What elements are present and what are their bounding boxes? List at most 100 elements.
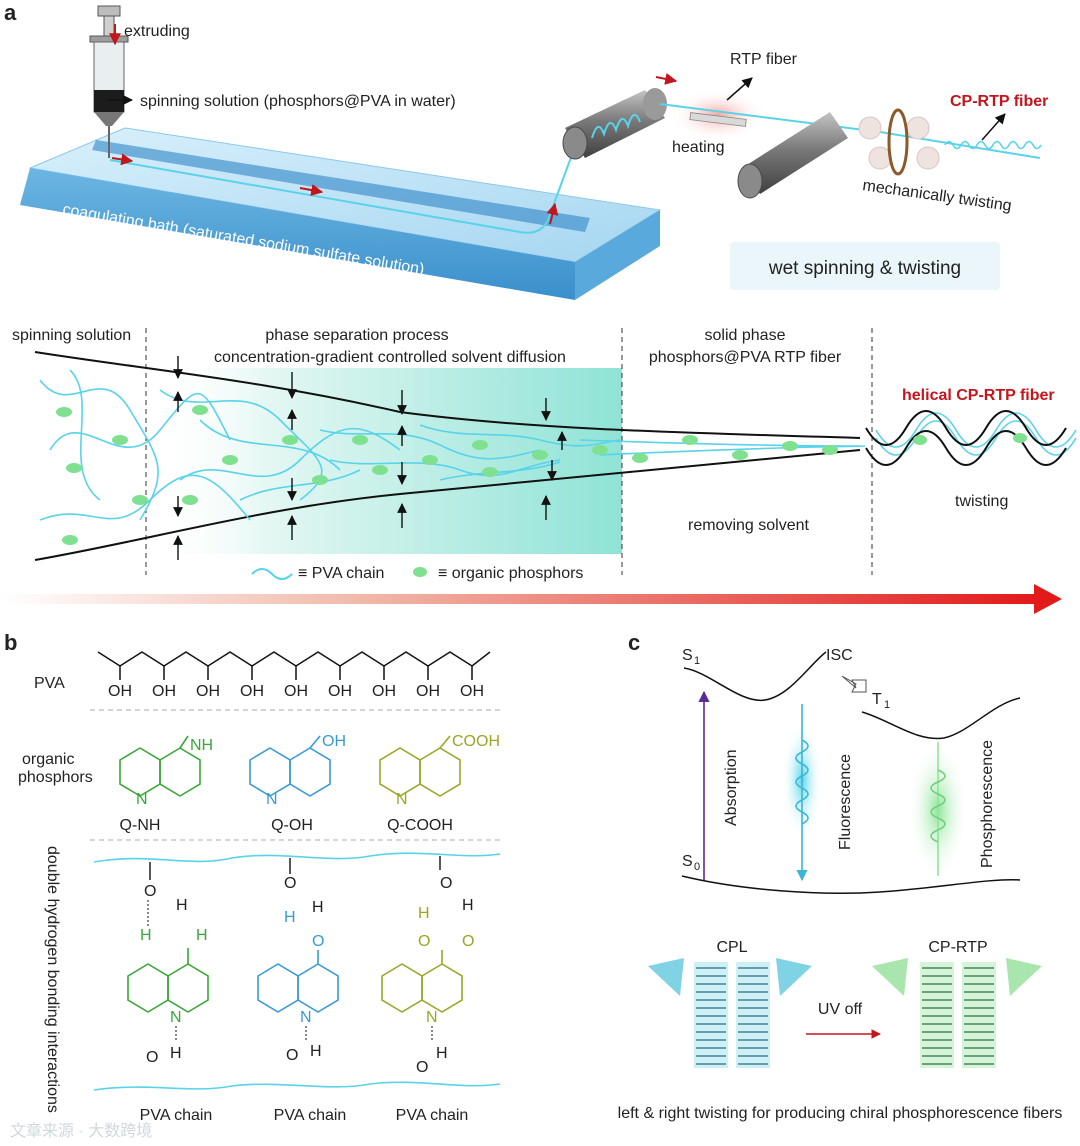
pva-oh-groups — [119, 666, 473, 680]
helical-outline — [865, 410, 1067, 446]
spinning-solution-top-label: spinning solution (phosphors@PVA in wate… — [140, 93, 456, 110]
legend-phosphor-symbol — [413, 567, 427, 577]
flow-arrow-2 — [299, 184, 324, 196]
h-label: H — [140, 927, 152, 944]
organic-phosphors-label-2: phosphors — [18, 769, 93, 786]
wet-spinning-box — [730, 242, 1000, 290]
legend-chain-symbol — [251, 568, 293, 580]
pva-backbone — [97, 651, 491, 667]
pva-chain-label-1: PVA chain — [140, 1107, 213, 1124]
cpl-label: CPL — [716, 939, 747, 956]
h-label: H — [418, 905, 430, 922]
fluorescence-label: Fluorescence — [837, 754, 854, 850]
s1-curve — [683, 651, 827, 701]
heating-label: heating — [672, 139, 725, 156]
q-oh-structure — [249, 735, 331, 797]
absorption-label: Absorption — [723, 750, 740, 827]
q-oh-name: Q-OH — [271, 817, 313, 834]
uv-off-label: UV off — [818, 1001, 863, 1018]
rtp-fiber-pointer — [726, 77, 753, 101]
complex-cooh: O H H O O N H O — [381, 856, 474, 1076]
h-label: H — [436, 1045, 448, 1062]
n-label: N — [170, 1009, 182, 1026]
mechanically-twisting-label: mechanically twisting — [861, 177, 1012, 215]
complex-nh2: O H H H N H O — [127, 862, 209, 1066]
stage-spinning-solution: spinning solution — [12, 327, 131, 344]
h-label: H — [284, 909, 296, 926]
helical-outline-2 — [865, 430, 1067, 466]
pva-chain-label-3: PVA chain — [396, 1107, 469, 1124]
wet-spinning-label: wet spinning & twisting — [768, 258, 961, 279]
cp-rtp-springs — [872, 958, 1042, 1068]
panel-label-a: a — [4, 0, 17, 25]
n-label: N — [426, 1009, 438, 1026]
flow-arrow-4 — [655, 72, 678, 85]
oh-label: OH — [284, 683, 308, 700]
stage-solid-phase: solid phase — [705, 327, 786, 344]
s1-sub: 1 — [694, 655, 700, 667]
stage-solid-phase-sub: phosphors@PVA RTP fiber — [649, 349, 842, 366]
pva-oh-labels: OH OH OH OH OH OH OH OH OH — [108, 683, 484, 700]
stage-phase-separation-sub: concentration-gradient controlled solven… — [214, 349, 566, 366]
pva-chain-label-2: PVA chain — [274, 1107, 347, 1124]
q-nh2-n: N — [136, 791, 148, 808]
h-label: H — [170, 1045, 182, 1062]
s0-sub: 0 — [694, 861, 700, 873]
hydrogen-bonding-label: double hydrogen bonding interactions — [44, 846, 61, 1113]
pva-chain-top — [93, 852, 501, 863]
phosphorescence-wave — [930, 769, 946, 843]
panel-label-c: c — [628, 630, 640, 655]
oh-label: OH — [196, 683, 220, 700]
n-label: N — [300, 1009, 312, 1026]
h-label: H — [176, 897, 188, 914]
oh-label: OH — [328, 683, 352, 700]
q-nh2-name: Q-NH — [120, 817, 161, 834]
h-label: H — [196, 927, 208, 944]
drawing-roller — [737, 112, 848, 199]
pva-chain-bottom — [93, 1081, 501, 1091]
winding-roller — [562, 88, 667, 160]
o-label: O — [286, 1047, 298, 1064]
o-label: O — [416, 1059, 428, 1076]
h-label: H — [462, 897, 474, 914]
t1-label: T — [872, 691, 882, 708]
oh-label: OH — [240, 683, 264, 700]
q-nh2-nh2: NH — [190, 737, 213, 754]
o-label: O — [146, 1049, 158, 1066]
o-label: O — [462, 933, 474, 950]
cp-rtp-fiber-label: CP-RTP fiber — [950, 93, 1048, 110]
cp-rtp-label: CP-RTP — [928, 939, 987, 956]
t1-curve — [861, 697, 1021, 740]
q-nh2-structure — [119, 735, 201, 797]
q-cooh-n: N — [396, 791, 408, 808]
o-label: O — [312, 933, 324, 950]
t1-sub: 1 — [884, 699, 890, 711]
legend-chain-label: ≡ PVA chain — [298, 565, 384, 582]
fiber-outline-bottom — [34, 449, 861, 561]
s1-label: S — [682, 647, 693, 664]
isc-label: ISC — [826, 647, 853, 664]
h-label: H — [310, 1043, 322, 1060]
progress-arrow-body — [0, 594, 1036, 604]
twisting-label: twisting — [955, 493, 1008, 510]
flow-arrow-3 — [546, 202, 559, 225]
extruding-label: extruding — [124, 23, 190, 40]
s0-label: S — [682, 853, 693, 870]
q-oh-oh: OH — [322, 733, 346, 750]
oh-label: OH — [460, 683, 484, 700]
organic-phosphors-label-1: organic — [22, 751, 74, 768]
q-oh-n: N — [266, 791, 278, 808]
rtp-fiber-label: RTP fiber — [730, 51, 798, 68]
phosphor-dots — [56, 405, 1027, 545]
heating-glow — [670, 89, 766, 141]
compression-arrows — [173, 356, 567, 560]
cpl-springs — [648, 958, 812, 1068]
stage-helical-fiber: helical CP-RTP fiber — [902, 387, 1055, 404]
o-label: O — [284, 875, 296, 892]
pva-label: PVA — [34, 675, 65, 692]
s0-curve — [681, 875, 1021, 894]
o-label: O — [440, 875, 452, 892]
complex-oh: O H H O N H O — [257, 858, 339, 1064]
flow-arrow-1 — [111, 153, 134, 166]
